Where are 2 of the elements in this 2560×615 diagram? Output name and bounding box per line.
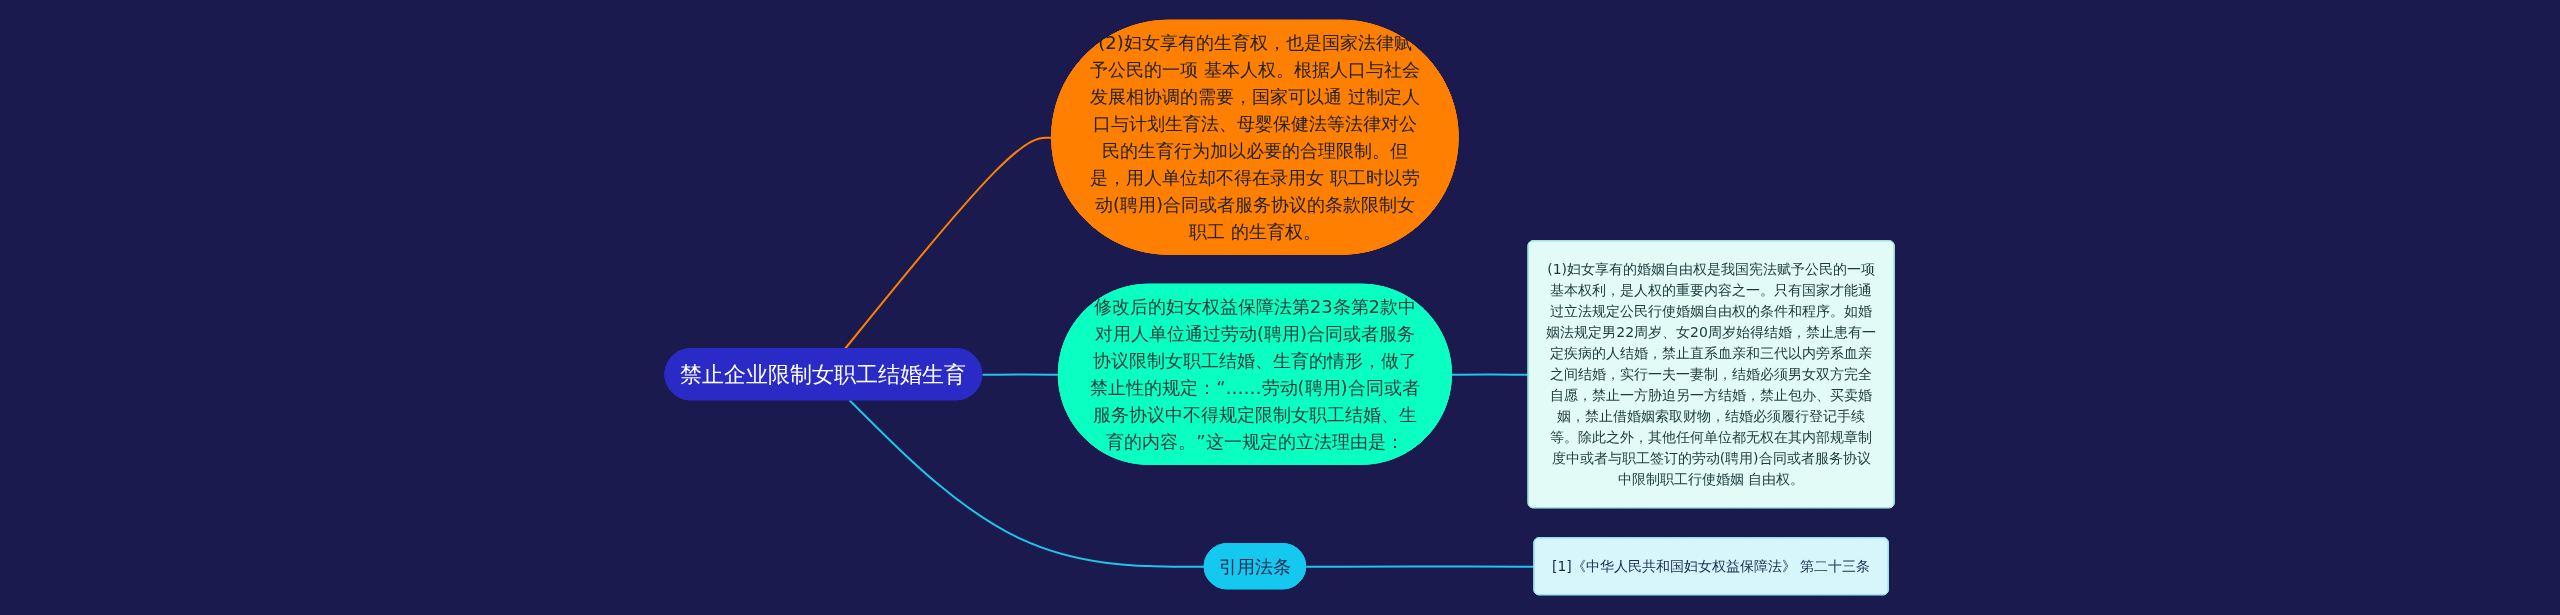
connector <box>981 373 1061 376</box>
connector <box>1305 565 1536 568</box>
